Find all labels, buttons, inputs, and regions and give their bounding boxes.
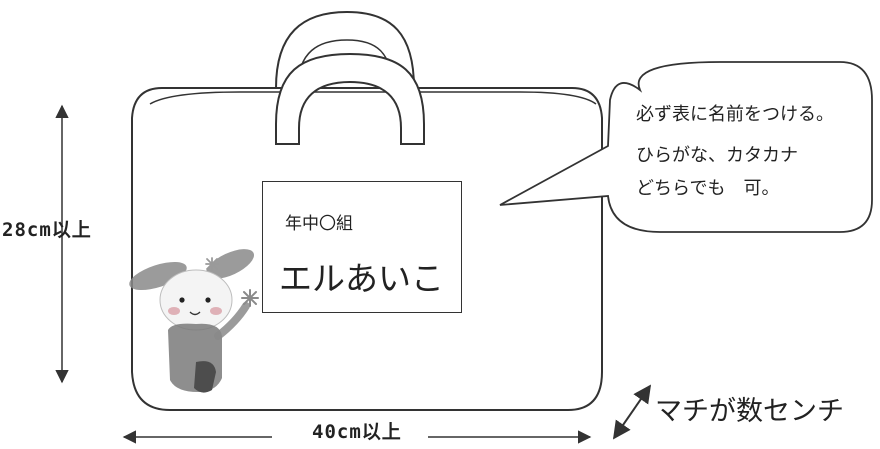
name-tag: 年中〇組 エルあいこ bbox=[262, 181, 462, 313]
bag-rim bbox=[149, 91, 597, 105]
gusset-label: マチが数センチ bbox=[655, 396, 844, 427]
speech-bubble-text: 必ず表に名前をつける。 ひらがな、カタカナ どちらでも 可。 bbox=[636, 106, 866, 226]
front-handle bbox=[275, 52, 425, 145]
width-label: 40cm以上 bbox=[312, 421, 402, 443]
gusset-arrow-icon bbox=[612, 384, 652, 440]
speech-bubble-outline bbox=[499, 61, 873, 233]
bubble-line-2: ひらがな、カタカナ bbox=[636, 145, 798, 166]
tag-class-line: 年中〇組 bbox=[285, 214, 353, 234]
bubble-line-3: どちらでも 可。 bbox=[636, 178, 780, 199]
height-label: 28cm以上 bbox=[2, 219, 92, 241]
bubble-line-1: 必ず表に名前をつける。 bbox=[636, 104, 834, 125]
tag-name: エルあいこ bbox=[279, 259, 444, 298]
bunny-mascot-icon bbox=[129, 249, 259, 393]
